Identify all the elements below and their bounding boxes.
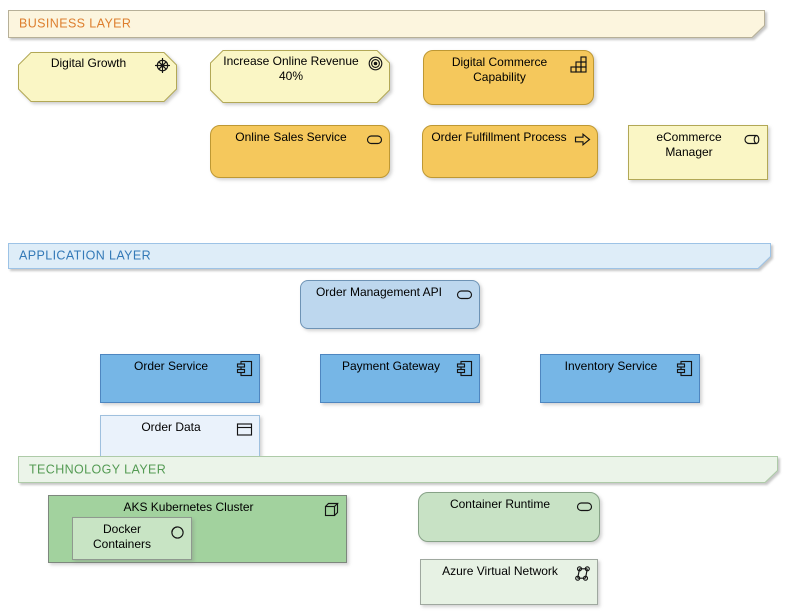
element-label: Digital Commerce Capability [451, 55, 548, 84]
component-icon [676, 360, 693, 377]
element-label: Docker Containers [92, 522, 152, 551]
element-azure-virtual-network[interactable]: Azure Virtual Network [420, 559, 598, 605]
network-icon [575, 566, 590, 581]
element-inventory-service[interactable]: Inventory Service [540, 354, 700, 403]
system-software-icon [171, 526, 184, 539]
element-label: eCommerce Manager [656, 130, 722, 159]
element-online-sales-service[interactable]: Online Sales Service [210, 125, 390, 178]
service-icon [366, 135, 383, 145]
element-docker-containers[interactable]: Docker Containers [72, 517, 192, 560]
data-object-icon [236, 423, 253, 436]
element-label: Order Data [141, 420, 201, 434]
element-ecommerce-manager[interactable]: eCommerce Manager [628, 125, 768, 180]
component-icon [456, 360, 473, 377]
layer-bar-shape [18, 456, 778, 483]
element-payment-gateway[interactable]: Payment Gateway [320, 354, 480, 403]
element-label: Order Service [133, 359, 209, 373]
element-label: Azure Virtual Network [442, 564, 558, 578]
application-layer-bar[interactable]: APPLICATION LAYER [8, 243, 771, 269]
element-order-data[interactable]: Order Data [100, 415, 260, 462]
octagon-shape [210, 50, 390, 103]
business-role-icon [744, 134, 760, 145]
element-container-runtime[interactable]: Container Runtime [418, 492, 600, 542]
element-label: Payment Gateway [341, 359, 441, 373]
technology-layer-title: TECHNOLOGY LAYER [29, 461, 167, 476]
element-increase-online-revenue[interactable]: Increase Online Revenue 40% [210, 50, 390, 103]
element-label: Digital Growth [50, 56, 127, 70]
driver-icon [155, 58, 170, 73]
element-label: AKS Kubernetes Cluster [123, 500, 254, 514]
element-digital-commerce-capability[interactable]: Digital Commerce Capability [423, 50, 594, 105]
service-icon [456, 290, 473, 300]
element-digital-growth[interactable]: Digital Growth [18, 52, 177, 102]
element-label: Order Management API [315, 285, 443, 299]
element-order-fulfillment-process[interactable]: Order Fulfillment Process [422, 125, 598, 178]
goal-icon [368, 56, 383, 71]
node-icon [324, 502, 339, 517]
element-label: Order Fulfillment Process [431, 130, 567, 144]
layer-bar-shape [8, 10, 765, 38]
business-layer-bar[interactable]: BUSINESS LAYER [8, 10, 765, 38]
service-icon [576, 502, 593, 512]
process-arrow-icon [574, 132, 591, 147]
application-layer-title: APPLICATION LAYER [19, 248, 152, 263]
octagon-shape [18, 52, 177, 102]
technology-layer-bar[interactable]: TECHNOLOGY LAYER [18, 456, 778, 483]
element-order-service[interactable]: Order Service [100, 354, 260, 403]
element-label: Increase Online Revenue 40% [223, 54, 359, 83]
element-label: Online Sales Service [235, 130, 347, 144]
element-label: Container Runtime [449, 497, 551, 511]
component-icon [236, 360, 253, 377]
business-layer-title: BUSINESS LAYER [19, 16, 132, 31]
layer-bar-shape [8, 243, 771, 269]
element-label: Inventory Service [564, 359, 658, 373]
element-order-management-api[interactable]: Order Management API [300, 280, 480, 329]
capability-icon [570, 56, 587, 73]
